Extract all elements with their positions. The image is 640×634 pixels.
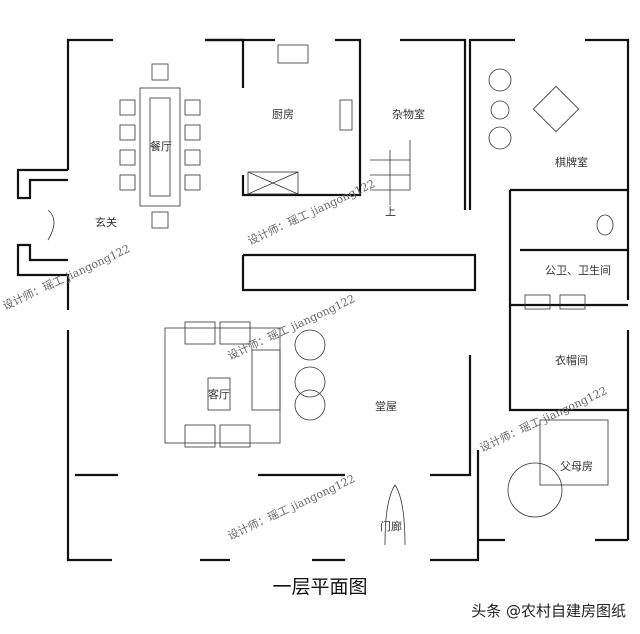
bed xyxy=(539,419,609,486)
label-storage: 杂物室 xyxy=(392,107,425,121)
stove xyxy=(339,99,353,131)
watermark: 设计师：瑶工 jiangong122 xyxy=(246,177,377,247)
label-cloakroom: 衣帽间 xyxy=(555,353,588,367)
mahjong-table xyxy=(532,85,580,133)
walls xyxy=(16,38,630,562)
staircase xyxy=(370,140,411,191)
furniture xyxy=(47,44,614,546)
label-parents: 父母房 xyxy=(560,460,593,473)
watermark: 设计师：瑶工 jiangong122 xyxy=(478,384,609,454)
label-chess: 棋牌室 xyxy=(555,155,588,169)
front-door xyxy=(384,484,406,546)
label-dining: 餐厅 xyxy=(150,139,172,153)
side-door xyxy=(47,209,55,241)
toilet xyxy=(596,214,614,236)
label-porch: 门廊 xyxy=(380,519,402,533)
room-labels: 餐厅 厨房 杂物室 棋牌室 上 玄关 公卫、卫生间 衣帽间 客厅 堂屋 父母房 … xyxy=(95,107,611,533)
watermark: 设计师：瑶工 jiangong122 xyxy=(226,472,357,542)
sink xyxy=(277,44,309,64)
watermark: 设计师：瑶工 jiangong122 xyxy=(1,242,132,312)
watermarks: 设计师：瑶工 jiangong122 设计师：瑶工 jiangong122 设计… xyxy=(1,177,609,542)
label-kitchen: 厨房 xyxy=(272,108,294,121)
round-rug xyxy=(507,462,563,518)
watermark: 设计师：瑶工 jiangong122 xyxy=(226,292,357,362)
label-foyer: 玄关 xyxy=(95,215,117,229)
plan-title: 一层平面图 xyxy=(272,576,368,598)
label-living: 客厅 xyxy=(208,387,230,401)
sofa xyxy=(251,349,281,411)
dining-table xyxy=(139,87,181,207)
label-bathroom: 公卫、卫生间 xyxy=(545,263,611,277)
label-stairs-up: 上 xyxy=(385,205,396,218)
label-hall: 堂屋 xyxy=(375,400,397,413)
source-credit: 头条 @农村自建房图纸 xyxy=(471,602,626,620)
coffee-table xyxy=(207,377,231,411)
